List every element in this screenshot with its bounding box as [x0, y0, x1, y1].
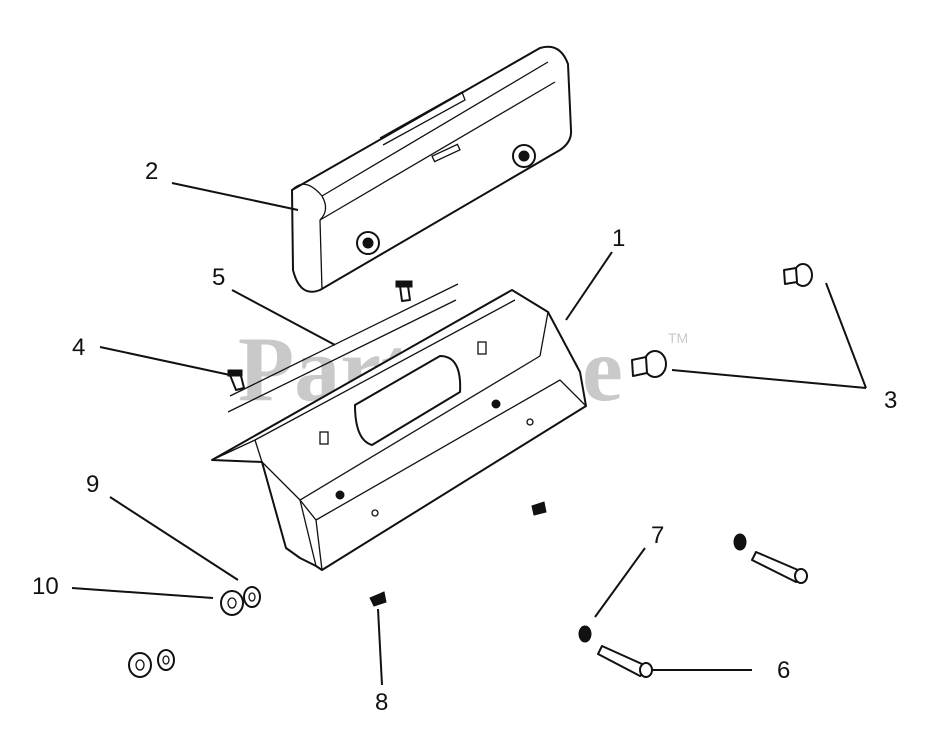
watermark-trademark: TM	[668, 330, 688, 346]
leader-5	[231, 289, 336, 346]
callout-5: 5	[212, 264, 225, 291]
screw-top[interactable]	[395, 280, 413, 302]
callout-6: 6	[777, 657, 790, 684]
leader-8	[377, 608, 383, 686]
callout-9: 9	[86, 471, 99, 498]
part-3-bolt-upper[interactable]	[783, 263, 813, 287]
callout-1: 1	[612, 225, 625, 252]
callout-2: 2	[145, 158, 158, 185]
part-9-washer-upper[interactable]	[243, 586, 261, 608]
part-8-nut-front[interactable]	[369, 591, 387, 607]
part-5-strip[interactable]	[227, 283, 459, 413]
callout-labels: 1 2 3 4 5 6 7 8 9 10	[32, 158, 897, 716]
part-6-bolt-lower[interactable]	[597, 645, 653, 678]
part-7-nut-upper[interactable]	[733, 533, 747, 551]
part-10-washer-lower[interactable]	[128, 652, 152, 678]
part-3-bolt-lower[interactable]	[631, 350, 667, 378]
leader-3b	[671, 369, 867, 389]
leader-1	[565, 251, 613, 321]
leader-3a	[825, 282, 867, 389]
part-6-bolt-upper[interactable]	[751, 551, 808, 584]
leader-2	[171, 182, 299, 211]
part-7-nut-lower[interactable]	[578, 625, 592, 643]
part-4-screw[interactable]	[227, 369, 245, 391]
part-1-bracket[interactable]	[211, 289, 587, 571]
callout-3: 3	[884, 387, 897, 414]
part-8-nut-back[interactable]	[531, 501, 547, 516]
callout-8: 8	[375, 689, 388, 716]
part-9-washer-lower[interactable]	[157, 649, 175, 671]
callout-7: 7	[651, 522, 664, 549]
leader-7	[594, 547, 646, 618]
leader-9	[109, 496, 239, 581]
callout-10: 10	[32, 573, 59, 600]
leader-10	[71, 587, 214, 599]
leader-4	[99, 346, 231, 376]
leader-lines	[71, 182, 867, 686]
part-10-washer-upper[interactable]	[220, 590, 244, 616]
callout-4: 4	[72, 334, 85, 361]
part-2-cover[interactable]	[291, 45, 573, 293]
